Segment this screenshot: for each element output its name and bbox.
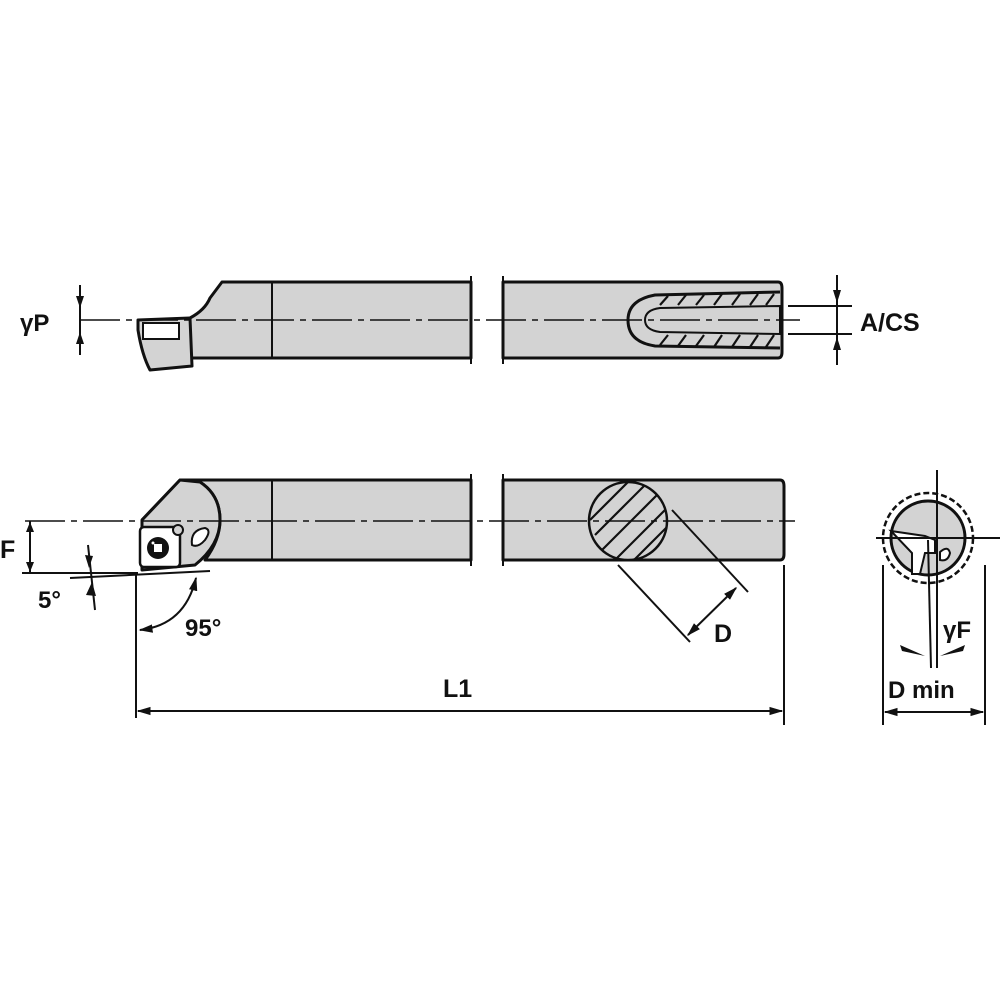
side-view: F 5° 95° D L1 [0, 474, 795, 725]
label-a-cs: A/CS [860, 309, 920, 337]
label-d-min: D min [888, 677, 955, 704]
label-gamma-p: γP [20, 310, 49, 337]
label-f: F [0, 536, 15, 564]
label-angle-5: 5° [38, 587, 61, 614]
label-angle-95: 95° [185, 615, 221, 642]
label-gamma-f: γF [943, 617, 971, 644]
label-l1: L1 [443, 675, 472, 703]
top-view: γP A/CS [20, 275, 920, 372]
label-d: D [714, 620, 732, 648]
end-view: γF D min [876, 470, 1000, 725]
